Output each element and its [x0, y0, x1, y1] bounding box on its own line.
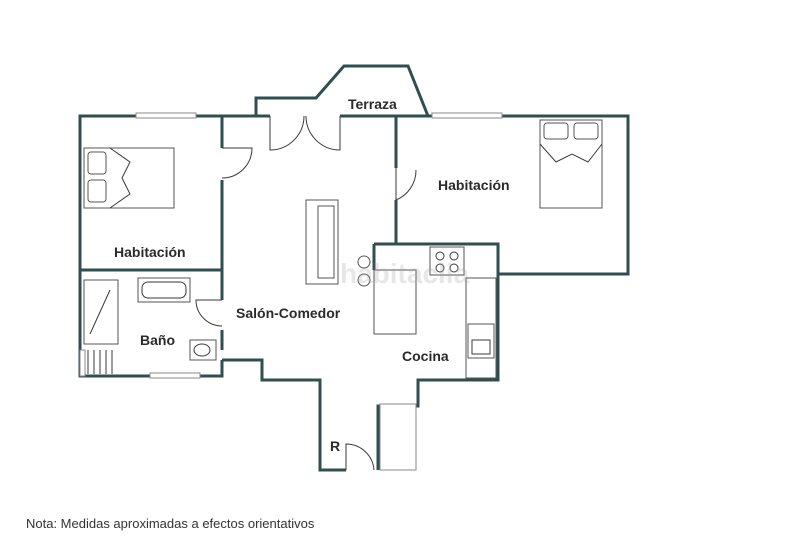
sink-basin-icon — [471, 339, 491, 355]
burner-icon — [449, 263, 459, 273]
wall-right-bedroom — [396, 114, 630, 276]
toilet-bowl-icon — [193, 343, 211, 357]
window — [79, 349, 86, 377]
windows — [79, 112, 503, 471]
room-label-r: R — [330, 438, 341, 454]
door-terraza-right — [305, 115, 341, 151]
plan-note: Nota: Medidas aproximadas a efectos orie… — [26, 516, 315, 531]
bathtub-inner-icon — [141, 281, 187, 299]
sofa-cushion-icon — [317, 205, 335, 279]
wall-salon-bottom — [222, 358, 346, 472]
wall-terrace — [254, 64, 430, 117]
pillow-icon — [87, 151, 107, 175]
door-entrance — [345, 443, 375, 471]
burner-icon — [435, 263, 445, 273]
window — [149, 372, 201, 379]
shower-tray-icon — [87, 350, 113, 374]
stool-icon — [357, 273, 371, 287]
bed-sheet-icon — [539, 143, 603, 163]
window — [135, 112, 197, 119]
pillow-icon — [87, 179, 107, 203]
pillow-icon — [573, 122, 599, 140]
bed-sheet-icon — [109, 147, 131, 209]
walls — [78, 64, 630, 472]
room-label-cocina: Cocina — [402, 348, 449, 364]
room-label-habitacion-left: Habitación — [114, 244, 186, 260]
wall-kitchen — [374, 242, 500, 470]
furniture — [83, 119, 603, 379]
door-bedroom-right — [395, 168, 417, 201]
pillow-icon — [543, 122, 569, 140]
door-terraza-left — [269, 115, 305, 151]
kitchen-counter-icon — [373, 269, 417, 335]
door-bedroom-left — [221, 147, 253, 179]
window — [431, 112, 503, 119]
cooktop-icon — [429, 246, 465, 276]
burner-icon — [449, 251, 459, 261]
shower-icon — [83, 279, 119, 345]
door-bathroom — [195, 299, 223, 327]
watermark: habitaclia — [340, 258, 470, 289]
window — [379, 403, 417, 471]
shower-drain-icon — [89, 289, 111, 335]
room-label-salon-comedor: Salón-Comedor — [236, 305, 341, 321]
room-label-bano: Baño — [140, 332, 175, 348]
toilet-icon — [189, 339, 217, 361]
room-label-habitacion-right: Habitación — [438, 177, 510, 193]
doors — [195, 115, 417, 471]
room-label-terraza: Terraza — [348, 96, 397, 112]
burner-icon — [435, 251, 445, 261]
stool-icon — [357, 255, 371, 269]
